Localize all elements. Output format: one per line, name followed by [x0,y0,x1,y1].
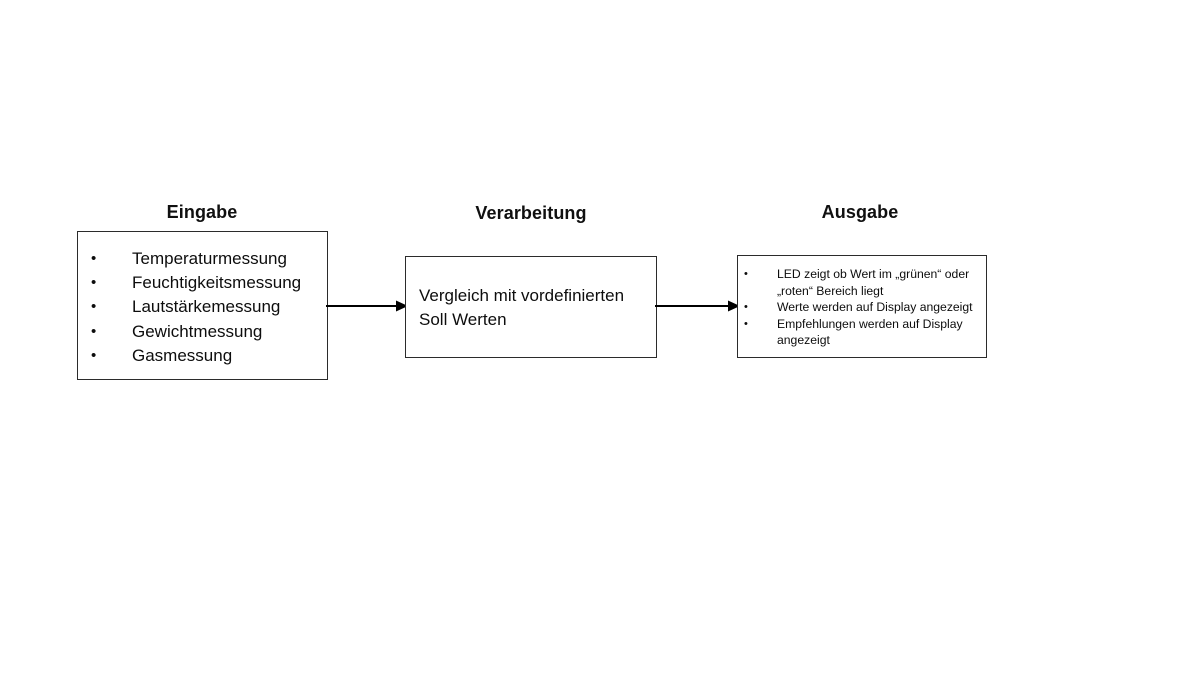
list-item: LED zeigt ob Wert im „grünen“ oder „rote… [744,266,978,299]
list-item: Lautstärkemessung [91,295,321,319]
list-item: Empfehlungen werden auf Display angezeig… [744,316,978,349]
list-item: Werte werden auf Display angezeigt [744,299,978,316]
stage-title-ausgabe: Ausgabe [821,202,899,222]
eingabe-list: Temperaturmessung Feuchtigkeitsmessung L… [91,247,321,368]
flow-box-verarbeitung: Vergleich mit vordefinierten Soll Werten [405,256,657,358]
list-item: Gasmessung [91,344,321,368]
ausgabe-list: LED zeigt ob Wert im „grünen“ oder „rote… [744,266,978,349]
flow-box-ausgabe: LED zeigt ob Wert im „grünen“ oder „rote… [737,255,987,358]
list-item: Gewichtmessung [91,320,321,344]
verarbeitung-text: Vergleich mit vordefinierten Soll Werten [419,286,625,329]
stage-title-verarbeitung: Verarbeitung [475,203,587,223]
flow-box-eingabe: Temperaturmessung Feuchtigkeitsmessung L… [77,231,328,380]
arrow-right-icon-eingabe-to-verarbeitung [326,297,408,315]
stage-title-eingabe: Eingabe [166,202,238,222]
arrow-right-icon-verarbeitung-to-ausgabe [655,297,740,315]
list-item: Feuchtigkeitsmessung [91,271,321,295]
list-item: Temperaturmessung [91,247,321,271]
